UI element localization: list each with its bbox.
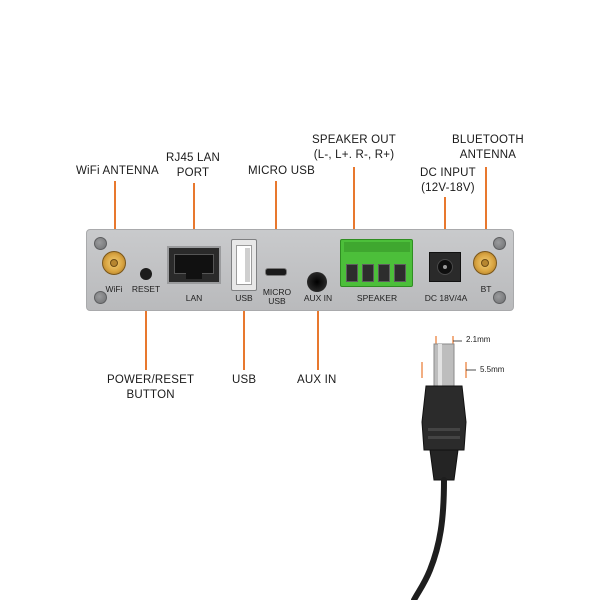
usb-label: USB — [232, 374, 257, 386]
speaker-label-line2: (L-, L+. R-, R+) — [313, 149, 395, 161]
power-reset-callout: POWER/RESET BUTTON — [107, 373, 194, 403]
micro-usb-label: MICRO USB — [248, 165, 315, 177]
lan-port[interactable] — [167, 246, 221, 284]
usb-callout: USB — [232, 373, 256, 388]
aux-in-callout: AUX IN — [297, 373, 337, 388]
micro-usb-callout: MICRO USB — [248, 164, 315, 179]
reset-leader-line — [145, 280, 147, 370]
aux-in-jack[interactable] — [307, 272, 327, 292]
speaker-terminal-1[interactable] — [346, 264, 358, 282]
bt-panel-label: BT — [480, 284, 492, 294]
rj45-label-line1: RJ45 LAN — [166, 152, 221, 164]
aux-in-panel-label: AUX IN — [303, 293, 333, 303]
bluetooth-leader-line — [485, 167, 487, 251]
wifi-antenna-label: WiFi ANTENNA — [76, 165, 159, 177]
plug-body — [421, 385, 467, 451]
aux-leader-line — [317, 286, 319, 370]
bluetooth-antenna-callout: BLUETOOTH ANTENNA — [452, 133, 524, 163]
screw-top-left — [94, 237, 107, 250]
bt-label-line1: BLUETOOTH — [452, 134, 524, 146]
dc-power-jack[interactable] — [429, 252, 461, 282]
speaker-terminal-4[interactable] — [394, 264, 406, 282]
micro-usb-panel-label: MICRO USB — [261, 288, 293, 306]
rj45-label-line2: PORT — [176, 167, 210, 179]
device-rear-panel: WiFi RESET LAN USB MICRO USB AUX IN SPEA… — [86, 229, 514, 311]
aux-in-label: AUX IN — [297, 374, 337, 386]
micro-usb-panel-line2: USB — [268, 296, 286, 306]
speaker-terminal-3[interactable] — [378, 264, 390, 282]
lan-panel-label: LAN — [185, 293, 203, 303]
rj45-lan-callout: RJ45 LAN PORT — [166, 151, 220, 181]
plug-strain-relief — [429, 449, 459, 481]
speaker-terminal-block[interactable] — [340, 239, 413, 287]
speaker-terminal-2[interactable] — [362, 264, 374, 282]
dc-label-line1: DC INPUT — [420, 167, 476, 179]
dc-input-leader-line — [444, 197, 446, 253]
screw-bottom-left — [94, 291, 107, 304]
reset-label-line1: POWER/RESET — [107, 374, 195, 386]
reset-label-line2: BUTTON — [126, 389, 175, 401]
speaker-out-callout: SPEAKER OUT (L-, L+. R-, R+) — [312, 133, 396, 163]
usb-port[interactable] — [231, 239, 257, 291]
wifi-leader-line — [114, 181, 116, 249]
usb-leader-line — [243, 290, 245, 370]
bt-label-line2: ANTENNA — [459, 149, 517, 161]
speaker-leader-line — [353, 167, 355, 254]
dc-input-callout: DC INPUT (12V-18V) — [420, 166, 476, 196]
dc-plug-illustration — [411, 336, 476, 600]
usb-panel-label: USB — [235, 293, 253, 303]
screw-bottom-right — [493, 291, 506, 304]
plug-cable — [411, 477, 447, 600]
wifi-antenna-callout: WiFi ANTENNA — [76, 164, 159, 179]
reset-panel-label: RESET — [131, 284, 161, 294]
speaker-panel-label: SPEAKER — [356, 293, 398, 303]
rj45-leader-line — [193, 183, 195, 246]
micro-usb-port[interactable] — [265, 268, 287, 276]
dc-panel-label: DC 18V/4A — [424, 293, 468, 303]
outer-diameter-label: 5.5mm — [480, 365, 505, 374]
micro-usb-leader-line — [275, 181, 277, 266]
wifi-panel-label: WiFi — [105, 284, 123, 294]
reset-button[interactable] — [140, 268, 152, 280]
speaker-label-line1: SPEAKER OUT — [312, 134, 396, 146]
bt-antenna-connector — [473, 251, 497, 275]
micro-usb-panel-line1: MICRO — [262, 287, 292, 297]
wifi-antenna-connector — [102, 251, 126, 275]
dc-label-line2: (12V-18V) — [421, 182, 475, 194]
plug-barrel — [433, 343, 455, 387]
screw-top-right — [493, 237, 506, 250]
inner-diameter-label: 2.1mm — [466, 335, 491, 344]
